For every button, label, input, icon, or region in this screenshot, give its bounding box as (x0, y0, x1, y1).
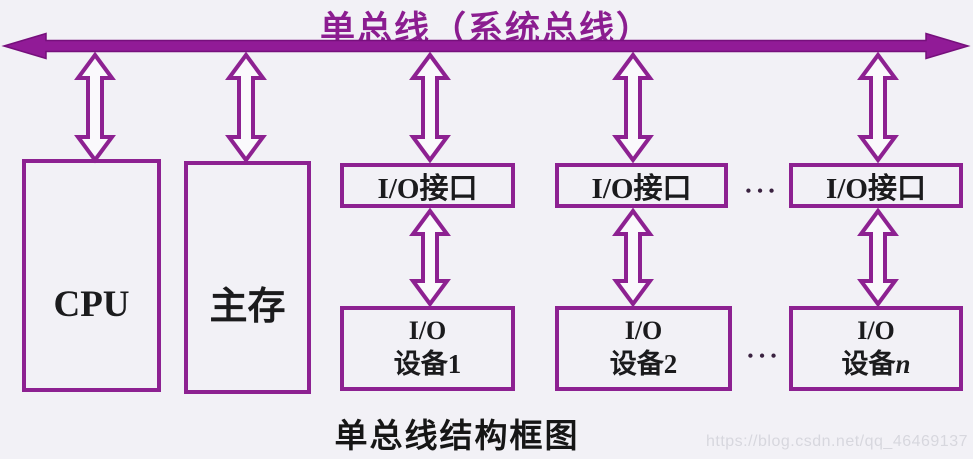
io-device-box-1: I/O 设备1 (340, 306, 515, 391)
diagram-caption: 单总线结构框图 (334, 419, 580, 455)
io-device-box-2: I/O 设备2 (555, 306, 732, 391)
io-interface-label-1: I/O接口 (377, 172, 478, 205)
io-interface-label-2: I/O接口 (591, 172, 692, 205)
double-arrow-bus-memory-icon (225, 51, 267, 164)
io-device-2-line2: 设备2 (609, 349, 678, 380)
io-device-1-line2: 设备1 (393, 349, 462, 380)
double-arrow-interface-device-2-icon (612, 207, 654, 308)
main-memory-box: 主存 (184, 161, 311, 394)
io-interface-box-1: I/O接口 (340, 163, 515, 208)
io-device-1-line1: I/O (408, 315, 447, 345)
double-arrow-bus-io-interface-2-icon (612, 51, 654, 164)
double-arrow-bus-cpu-icon (74, 51, 116, 164)
device-row-ellipsis: ••• (747, 348, 783, 365)
double-arrow-interface-device-1-icon (409, 207, 451, 308)
double-arrow-bus-io-interface-3-icon (857, 51, 899, 164)
interface-row-ellipsis: ••• (745, 183, 781, 200)
cpu-label: CPU (53, 284, 130, 325)
double-arrow-bus-io-interface-1-icon (409, 51, 451, 164)
bus-double-arrow-icon (1, 32, 971, 60)
io-device-2-line1: I/O (624, 315, 663, 345)
main-memory-label: 主存 (209, 286, 286, 328)
cpu-box: CPU (22, 159, 161, 392)
watermark-url: https://blog.csdn.net/qq_46469137 (705, 433, 968, 450)
io-device-n-line2: 设备n (841, 349, 911, 380)
io-interface-label-3: I/O接口 (826, 172, 926, 205)
double-arrow-interface-device-3-icon (857, 207, 899, 308)
io-interface-box-2: I/O接口 (555, 163, 728, 208)
io-device-n-line1: I/O (857, 315, 895, 345)
io-interface-box-3: I/O接口 (789, 163, 963, 208)
io-device-box-n: I/O 设备n (789, 306, 963, 391)
